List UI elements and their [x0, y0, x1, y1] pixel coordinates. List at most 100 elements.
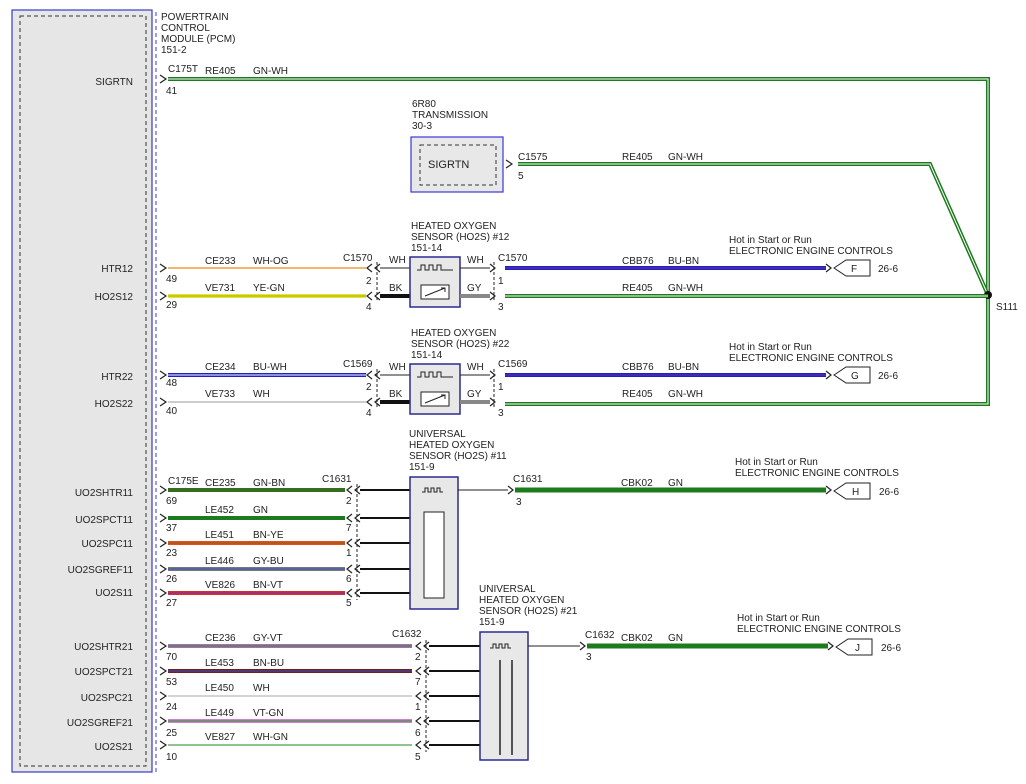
circuit-label: RE405 — [622, 283, 653, 294]
connector-label: C1632 — [585, 630, 615, 641]
power-note-1: Hot in Start or Run — [737, 613, 820, 624]
power-note-1: Hot in Start or Run — [729, 342, 812, 353]
pin-number: 3 — [498, 408, 504, 419]
pcm-pin-arrows — [159, 74, 168, 750]
wire-color-label: WH-GN — [253, 732, 288, 743]
pin-number: 10 — [166, 752, 178, 763]
pin-number: 40 — [166, 406, 178, 417]
flag-h[interactable] — [833, 482, 871, 500]
wire-color-label: GN-BN — [253, 478, 285, 489]
wire-color-label: GN-WH — [668, 152, 703, 163]
signal-label: UO2SPC21 — [81, 693, 134, 704]
pin-number: 1 — [415, 702, 421, 713]
circuit-label: RE405 — [622, 152, 653, 163]
uho2s21-group: UNIVERSAL HEATED OXYGEN SENSOR (HO2S) #2… — [168, 584, 901, 763]
circuit-label: CBK02 — [621, 478, 653, 489]
signal-label: SIGRTN — [95, 77, 133, 88]
wire-color-label: BU-BN — [668, 362, 699, 373]
transmission-signal: SIGRTN — [428, 159, 469, 171]
wire-color-label: GN — [668, 478, 683, 489]
pin-number: 6 — [346, 574, 352, 585]
signal-label: UO2S11 — [95, 588, 133, 599]
connector-label: C1569 — [498, 359, 528, 370]
connector-label: C1632 — [392, 629, 422, 640]
flag-j[interactable] — [835, 638, 873, 656]
page-ref[interactable]: 26-6 — [879, 487, 899, 498]
connector-label: C1570 — [498, 253, 528, 264]
pin-number: 3 — [516, 497, 522, 508]
pin-number: 6 — [415, 728, 421, 739]
connector-label: C175E — [168, 476, 199, 487]
pin-number: 7 — [415, 677, 421, 688]
wire-sigrtn — [168, 77, 990, 406]
page-ref[interactable]: 26-6 — [878, 264, 898, 275]
ho2s22-group: HEATED OXYGEN SENSOR (HO2S) #22 151-14 C… — [168, 328, 898, 419]
circuit-label: LE453 — [205, 658, 234, 669]
pin-number: 24 — [166, 702, 178, 713]
wire-color-label: GN-WH — [253, 66, 288, 77]
ho2s22-title-3: 151-14 — [411, 350, 443, 361]
uho2s11-group: UNIVERSAL HEATED OXYGEN SENSOR (HO2S) #1… — [168, 429, 899, 610]
transmission-title-3: 30-3 — [412, 121, 432, 132]
power-note-1: Hot in Start or Run — [729, 235, 812, 246]
ho2s12-title-2: SENSOR (HO2S) #12 — [411, 232, 510, 243]
wire-color-label: GN — [668, 633, 683, 644]
pin-number: 69 — [166, 496, 178, 507]
circuit-label: RE405 — [205, 66, 236, 77]
signal-label: UO2SHTR11 — [75, 488, 134, 499]
wire-color-label: BN-BU — [253, 658, 284, 669]
flag-label: F — [851, 264, 857, 275]
signal-label: UO2SPCT11 — [75, 515, 133, 526]
uho2s11-title-3: SENSOR (HO2S) #11 — [409, 451, 507, 462]
power-note-2: ELECTRONIC ENGINE CONTROLS — [737, 624, 901, 635]
circuit-label: VE827 — [205, 732, 235, 743]
transmission-module: 6R80 TRANSMISSION 30-3 SIGRTN C1575 5 RE… — [410, 99, 990, 296]
pin-number: 1 — [498, 382, 504, 393]
flag-f[interactable] — [833, 259, 871, 277]
pin-number: 70 — [166, 652, 178, 663]
signal-label: HTR22 — [101, 372, 133, 383]
wire-color-label: WH — [467, 255, 484, 266]
pcm-title-2: CONTROL — [161, 23, 210, 34]
pcm-title-3: MODULE (PCM) — [161, 34, 235, 45]
page-ref[interactable]: 26-6 — [881, 643, 901, 654]
pcm-signal-labels: SIGRTN HTR12 HO2S12 HTR22 HO2S22 UO2SHTR… — [67, 77, 134, 753]
flag-label: G — [851, 371, 859, 382]
wire-color-label: YE-GN — [253, 283, 285, 294]
transmission-title-2: TRANSMISSION — [412, 110, 488, 121]
circuit-label: LE451 — [205, 530, 234, 541]
pin-number: 49 — [166, 274, 178, 285]
connector-label: C1631 — [322, 474, 352, 485]
pin-number: 48 — [166, 378, 178, 389]
wire-color-label: WH — [253, 389, 270, 400]
pin-number: 5 — [346, 598, 352, 609]
circuit-label: CBB76 — [622, 256, 654, 267]
pin-number: 53 — [166, 677, 178, 688]
pin-number: 2 — [366, 382, 372, 393]
pin-number: 25 — [166, 728, 178, 739]
wire-color-label: VT-GN — [253, 708, 284, 719]
ho2s12-title-3: 151-14 — [411, 243, 443, 254]
ho2s22-title-2: SENSOR (HO2S) #22 — [411, 339, 510, 350]
pin-number: 37 — [166, 523, 178, 534]
signal-label: UO2SPC11 — [81, 539, 133, 550]
wire-color-label: GN-WH — [668, 389, 703, 400]
page-ref[interactable]: 26-6 — [878, 371, 898, 382]
circuit-label: CE235 — [205, 478, 236, 489]
pin-number: 3 — [498, 302, 504, 313]
pin-number: 29 — [166, 300, 178, 311]
circuit-label: VE733 — [205, 389, 235, 400]
pin-number: 4 — [366, 302, 372, 313]
connector-label: C175T — [168, 64, 198, 75]
flag-g[interactable] — [833, 366, 871, 384]
pin-number: 41 — [166, 86, 178, 97]
circuit-label: CE233 — [205, 256, 236, 267]
circuit-label: CE234 — [205, 362, 236, 373]
circuit-label: LE452 — [205, 505, 234, 516]
circuit-label: VE826 — [205, 580, 235, 591]
signal-label: UO2SHTR21 — [74, 642, 133, 653]
wire-color-label: GY — [467, 389, 482, 400]
signal-label: HO2S12 — [95, 292, 134, 303]
circuit-label: LE449 — [205, 708, 234, 719]
wire-color-label: BU-BN — [668, 256, 699, 267]
